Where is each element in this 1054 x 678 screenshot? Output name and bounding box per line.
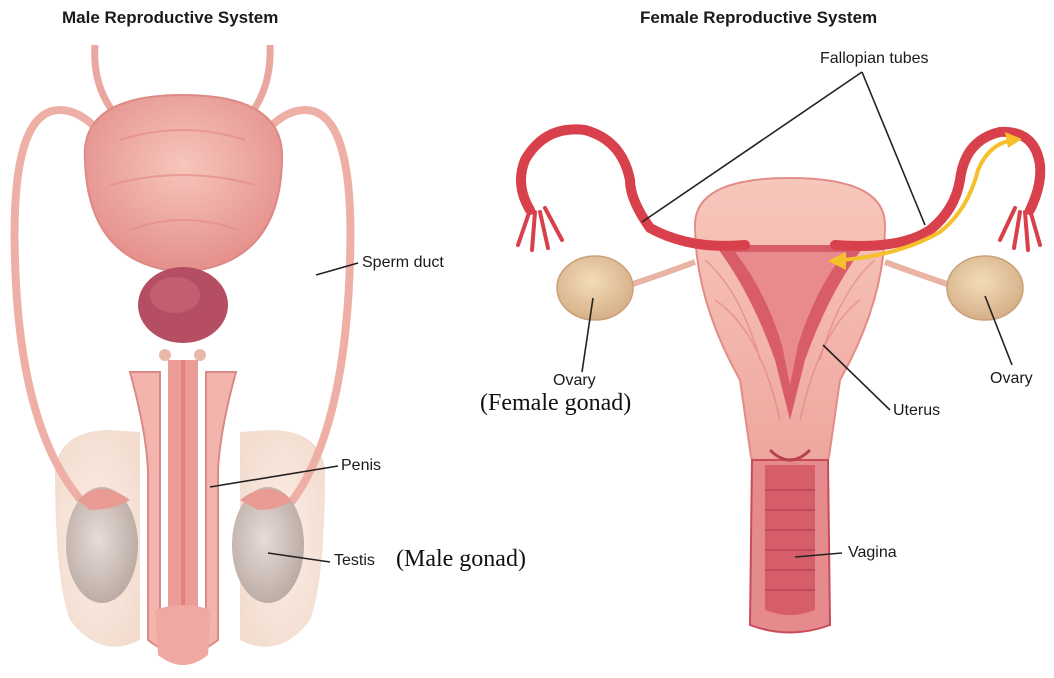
label-uterus: Uterus [893,402,940,420]
label-male-gonad: (Male gonad) [396,546,526,573]
label-ovary-right: Ovary [990,370,1033,388]
label-fallopian-tubes: Fallopian tubes [820,50,929,68]
glans [155,605,211,665]
male-diagram [15,45,358,665]
label-vagina: Vagina [848,544,897,562]
female-title: Female Reproductive System [640,8,877,28]
label-testis: Testis [334,552,375,570]
female-diagram [518,72,1040,633]
label-ovary-left: Ovary [553,372,596,390]
ovary-right [947,256,1023,320]
ovarian-ligament [885,262,950,285]
gland [194,349,206,361]
ovary-left [557,256,633,320]
fimbriae-left [518,208,562,250]
label-sperm-duct: Sperm duct [362,254,444,272]
label-penis: Penis [341,457,381,475]
gland [159,349,171,361]
fimbriae-right [1000,208,1040,250]
prostate-highlight [150,277,200,313]
vagina-inner [765,465,815,615]
male-title: Male Reproductive System [62,8,278,28]
label-female-gonad: (Female gonad) [480,390,631,417]
ovarian-ligament [630,262,695,285]
